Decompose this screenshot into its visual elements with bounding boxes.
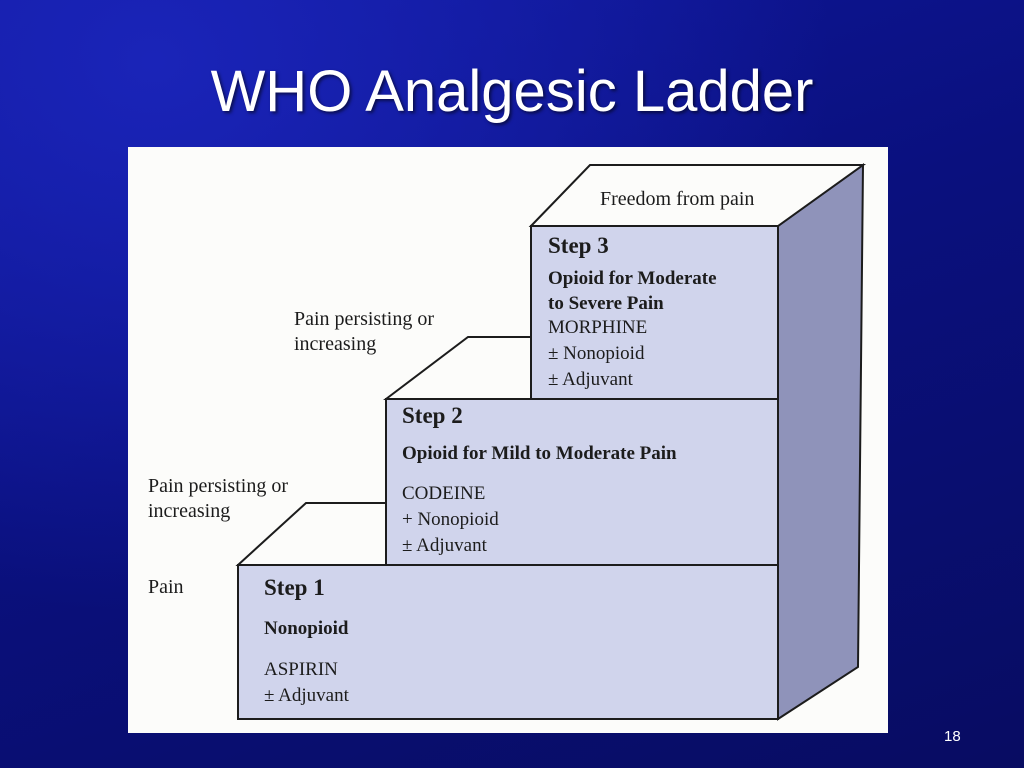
pain-persisting-label-upper: Pain persisting or increasing — [294, 308, 434, 355]
step1-title: Step 1 — [264, 575, 325, 600]
ladder-side-face — [777, 163, 865, 721]
step3-drugs: MORPHINE ± Nonopioid ± Adjuvant — [548, 317, 648, 390]
page-number: 18 — [944, 728, 961, 745]
pain-persisting-label-lower: Pain persisting or increasing — [148, 475, 288, 522]
freedom-from-pain-label: Freedom from pain — [600, 188, 755, 210]
slide-title: WHO Analgesic Ladder — [210, 59, 814, 124]
step2-drugs: CODEINE + Nonopioid ± Adjuvant — [402, 483, 499, 556]
step1-subtitle: Nonopioid — [264, 618, 349, 639]
analgesic-ladder-diagram: Freedom from pain Pain persisting or inc… — [128, 147, 888, 733]
step2-subtitle: Opioid for Mild to Moderate Pain — [402, 443, 677, 464]
step3-subtitle: Opioid for Moderate to Severe Pain — [548, 268, 717, 314]
ladder-graphic — [235, 163, 867, 721]
step2-front-face — [385, 398, 779, 566]
step3-title: Step 3 — [548, 233, 609, 258]
step3-front-face — [530, 225, 779, 400]
step1-front-face — [237, 564, 779, 720]
step1-drugs: ASPIRIN ± Adjuvant — [264, 659, 349, 706]
step2-title: Step 2 — [402, 403, 463, 428]
pain-label: Pain — [148, 576, 184, 598]
